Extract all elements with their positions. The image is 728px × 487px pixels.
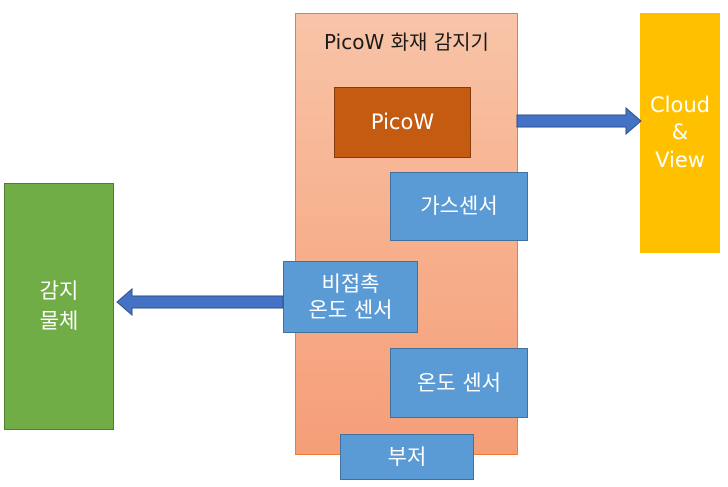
- detected-object-line1: 감지: [39, 279, 79, 304]
- cloud-view-box: Cloud & View: [640, 13, 720, 253]
- gas-sensor-label: 가스센서: [420, 194, 498, 219]
- cloud-line1: Cloud: [650, 93, 710, 118]
- picow-label: PicoW: [370, 110, 435, 135]
- ir-temp-sensor-line2: 온도 센서: [308, 298, 393, 322]
- ir-temp-sensor-box: 비접촉 온도 센서: [283, 261, 418, 333]
- arrow-to-object: [116, 287, 284, 317]
- ir-temp-sensor-line1: 비접촉: [321, 271, 380, 296]
- picow-box: PicoW: [334, 87, 471, 158]
- temp-sensor-box: 온도 센서: [390, 348, 528, 418]
- buzzer-label: 부저: [387, 444, 427, 469]
- buzzer-box: 부저: [340, 434, 474, 480]
- detected-object-box: 감지 물체: [4, 183, 114, 430]
- cloud-line3: View: [655, 147, 705, 172]
- fire-detector-title: PicoW 화재 감지기: [324, 30, 489, 54]
- arrow-right-icon: [516, 106, 642, 136]
- cloud-line2: &: [671, 120, 689, 145]
- gas-sensor-box: 가스센서: [390, 172, 528, 241]
- temp-sensor-label: 온도 센서: [417, 370, 501, 395]
- arrow-left-icon: [116, 287, 284, 317]
- detected-object-line2: 물체: [39, 308, 79, 333]
- arrow-to-cloud: [516, 106, 642, 136]
